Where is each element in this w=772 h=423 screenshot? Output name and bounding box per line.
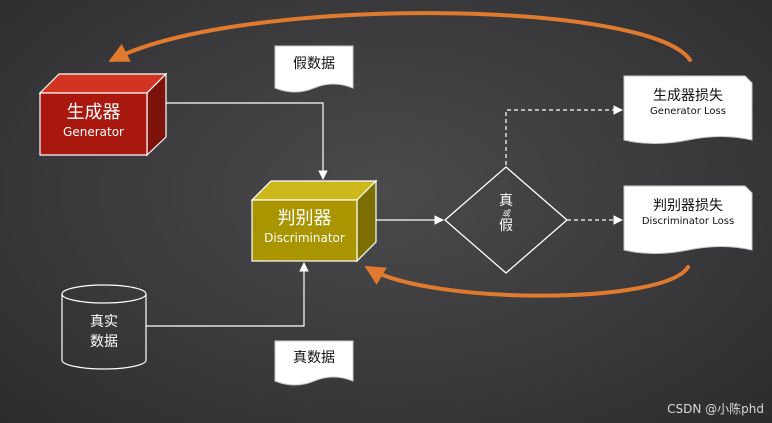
real-data-cylinder xyxy=(61,284,147,370)
decision-bottom: 假 xyxy=(499,218,513,235)
real-data-label: 真实 数据 xyxy=(62,312,146,352)
decision-middle: 或 xyxy=(502,209,510,219)
discriminator-label-en: Discriminator xyxy=(264,230,345,245)
generator-feedback-arc xyxy=(108,11,692,62)
discriminator-loss-en: Discriminator Loss xyxy=(641,216,735,228)
generator-cube xyxy=(38,72,168,157)
real-data-document xyxy=(274,340,354,386)
generator-label: 生成器 Generator xyxy=(40,102,147,139)
decision-top: 真 xyxy=(499,193,513,209)
real-data-to-discriminator-arrow xyxy=(146,262,309,327)
generator-to-discriminator-arrow xyxy=(166,102,328,180)
real-data-line2: 数据 xyxy=(90,334,118,350)
real-data-doc-label: 真数据 xyxy=(293,350,335,366)
real-data-line1: 真实 xyxy=(90,314,118,330)
generator-loss-en: Generator Loss xyxy=(650,106,726,118)
decision-diamond xyxy=(444,166,568,274)
watermark: CSDN @小陈phd xyxy=(667,402,764,416)
generator-loss-document xyxy=(623,75,753,144)
discriminator-loss-zh: 判别器损失 xyxy=(653,198,723,214)
fake-data-doc-label: 假数据 xyxy=(293,56,335,72)
discriminator-cube xyxy=(250,179,378,263)
discriminator-label-zh: 判别器 xyxy=(277,208,332,229)
fake-data-document xyxy=(274,45,354,93)
generator-label-zh: 生成器 xyxy=(66,102,121,123)
discriminator-label: 判别器 Discriminator xyxy=(252,208,357,245)
discriminator-feedback-arc xyxy=(364,265,690,298)
generator-loss-label: 生成器损失 Generator Loss xyxy=(624,88,752,118)
generator-loss-zh: 生成器损失 xyxy=(653,88,723,104)
decision-label: 真 或 假 xyxy=(476,193,536,234)
discriminator-loss-document xyxy=(623,185,753,254)
decision-to-generator-loss-arrow xyxy=(505,105,623,165)
discriminator-loss-label: 判别器损失 Discriminator Loss xyxy=(624,198,752,228)
generator-label-en: Generator xyxy=(63,124,124,139)
